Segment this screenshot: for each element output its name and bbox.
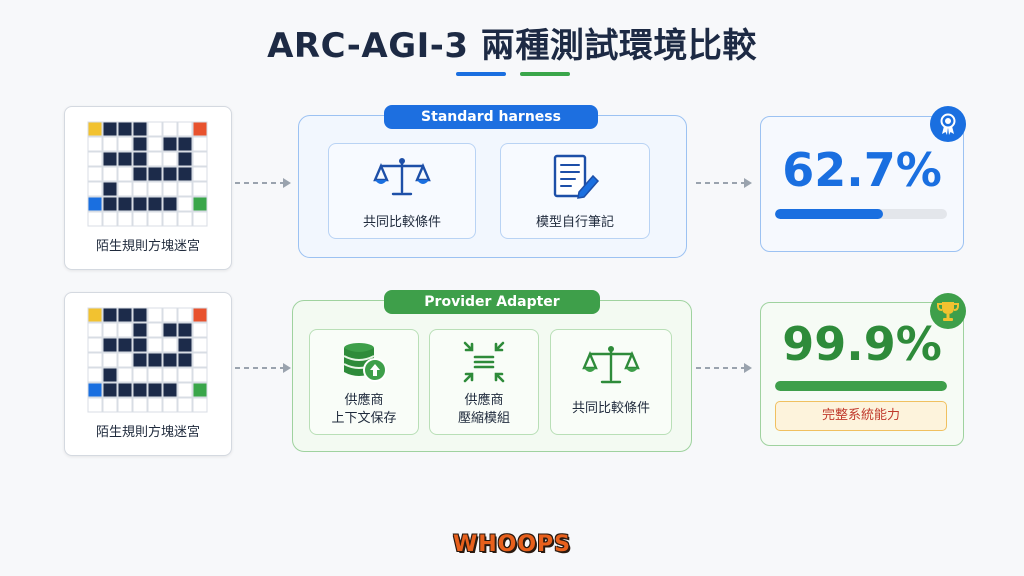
item-label-line2: 壓縮模組 — [457, 411, 510, 426]
document-pencil-icon — [553, 154, 600, 199]
item-label-line2: 上下文保存 — [331, 411, 397, 426]
title-underline-green — [520, 72, 570, 76]
whoops-logo: WHOOPS — [452, 532, 572, 557]
title-underline-blue — [456, 72, 506, 76]
scale-icon — [373, 158, 431, 196]
compress-icon — [463, 341, 505, 383]
provider-context-save-item: 供應商 上下文保存 — [309, 329, 419, 435]
item-label-line1: 供應商 — [464, 393, 504, 408]
maze-card-standard: 陌生規則方塊迷宮 — [64, 106, 232, 270]
arrow-right-icon — [696, 363, 752, 373]
standard-harness-title: Standard harness — [384, 105, 598, 129]
maze-grid-image — [87, 307, 208, 413]
model-self-notes-item: 模型自行筆記 — [500, 143, 650, 239]
standard-score-card: 62.7% — [760, 116, 964, 252]
common-comparison-item: 共同比較條件 — [550, 329, 672, 435]
provider-compression-item: 供應商 壓縮模組 — [429, 329, 539, 435]
item-label: 模型自行筆記 — [535, 215, 614, 230]
arrow-right-icon — [235, 178, 291, 188]
arrow-right-icon — [235, 363, 291, 373]
provider-adapter-title: Provider Adapter — [384, 290, 600, 314]
provider-score-value: 99.9% — [782, 317, 942, 371]
arrow-right-icon — [696, 178, 752, 188]
database-upload-icon — [343, 343, 387, 382]
award-ribbon-icon — [930, 106, 966, 142]
maze-label: 陌生規則方塊迷宮 — [95, 239, 200, 254]
standard-score-value: 62.7% — [782, 143, 942, 197]
provider-score-bar-fill — [775, 381, 947, 391]
full-system-capability-tag: 完整系統能力 — [775, 401, 947, 431]
provider-score-bar — [775, 381, 947, 391]
maze-label: 陌生規則方塊迷宮 — [95, 425, 200, 440]
common-comparison-item: 共同比較條件 — [328, 143, 476, 239]
item-label-line1: 供應商 — [344, 393, 384, 408]
item-label: 共同比較條件 — [362, 215, 441, 230]
maze-card-provider: 陌生規則方塊迷宮 — [64, 292, 232, 456]
page-title: ARC-AGI-3 兩種測試環境比較 — [267, 26, 757, 66]
provider-score-card: 99.9% 完整系統能力 — [760, 302, 964, 446]
item-label: 共同比較條件 — [571, 401, 650, 416]
scale-icon — [582, 346, 640, 384]
maze-grid-image — [87, 121, 208, 227]
standard-score-bar-fill — [775, 209, 883, 219]
standard-score-bar — [775, 209, 947, 219]
trophy-icon — [930, 293, 966, 329]
